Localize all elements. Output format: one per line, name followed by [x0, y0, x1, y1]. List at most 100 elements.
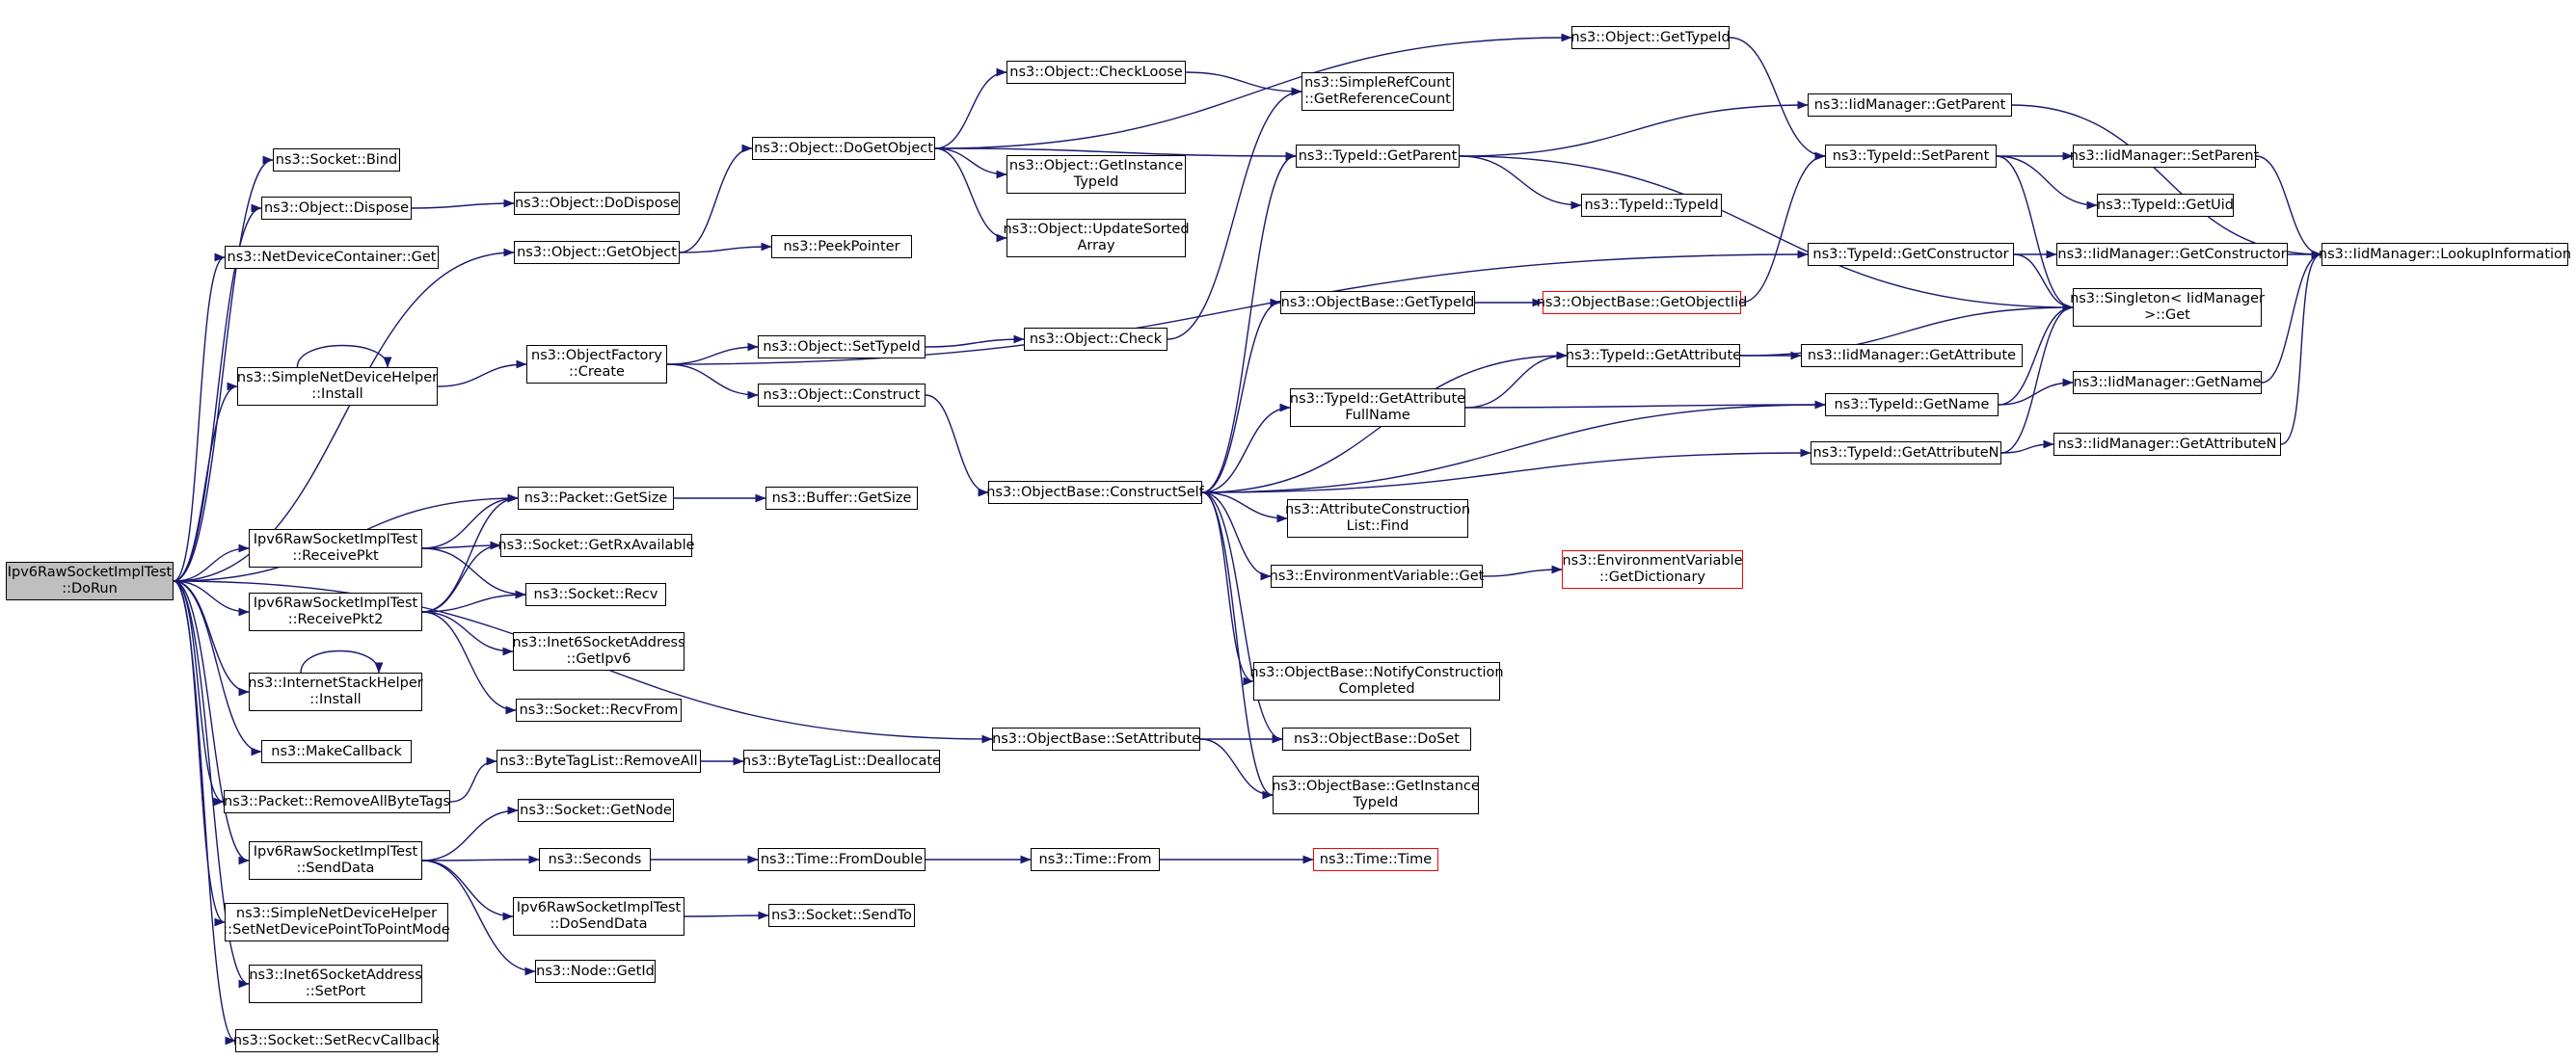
node-ob-getobjtid[interactable]: ns3::ObjectBase::GetObjectIid	[1537, 291, 1747, 314]
node-buf-getsize[interactable]: ns3::Buffer::GetSize	[765, 487, 918, 510]
node-label-line: ns3::Packet::RemoveAllByteTags	[224, 793, 451, 809]
node-sock-getrx[interactable]: ns3::Socket::GetRxAvailable	[497, 534, 695, 557]
node-dorun: Ipv6RawSocketImplTest::DoRun	[6, 562, 174, 600]
node-iidm-getparent[interactable]: ns3::IidManager::GetParent	[1808, 93, 2012, 117]
node-label-line: ::DoSendData	[550, 916, 648, 932]
node-iidm-getname[interactable]: ns3::IidManager::GetName	[2073, 371, 2262, 394]
node-label-line: ns3::IidManager::GetAttributeN	[2057, 436, 2277, 452]
node-dosenddata[interactable]: Ipv6RawSocketImplTest::DoSendData	[513, 897, 684, 936]
node-obj-checkloose[interactable]: ns3::Object::CheckLoose	[1006, 61, 1186, 84]
node-recvpkt2[interactable]: Ipv6RawSocketImplTest::ReceivePkt2	[249, 593, 422, 631]
node-sock-recvfrom[interactable]: ns3::Socket::RecvFrom	[516, 699, 682, 722]
node-label-line: ns3::Node::GetId	[536, 963, 655, 979]
node-envvar-get[interactable]: ns3::EnvironmentVariable::Get	[1269, 565, 1485, 588]
node-sndh-install[interactable]: ns3::SimpleNetDeviceHelper::Install	[237, 367, 438, 406]
node-seconds[interactable]: ns3::Seconds	[539, 848, 651, 871]
edge-tid_getname-to-iidm_getname	[1998, 378, 2074, 406]
node-btl-removeall[interactable]: ns3::ByteTagList::RemoveAll	[496, 750, 701, 773]
node-label-line: ns3::IidManager::GetAttribute	[1807, 347, 2017, 363]
node-obj-settypeid[interactable]: ns3::Object::SetTypeId	[758, 335, 926, 358]
node-time-fromdouble[interactable]: ns3::Time::FromDouble	[758, 848, 926, 871]
node-sock-getnode[interactable]: ns3::Socket::GetNode	[518, 799, 674, 822]
node-i6sa-setport[interactable]: ns3::Inet6SocketAddress::SetPort	[249, 965, 422, 1003]
node-obj-construct[interactable]: ns3::Object::Construct	[758, 384, 926, 407]
node-ob-setattr[interactable]: ns3::ObjectBase::SetAttribute	[992, 728, 1200, 751]
node-label-line: ns3::Object::GetObject	[517, 244, 677, 260]
node-sock-sendto[interactable]: ns3::Socket::SendTo	[768, 904, 915, 927]
node-peekpointer[interactable]: ns3::PeekPointer	[771, 235, 912, 258]
edge-obj_dogetobject-to-obj_checkloose	[934, 67, 1007, 149]
node-tid-setparent[interactable]: ns3::TypeId::SetParent	[1825, 145, 1997, 168]
node-obj-dogetobject[interactable]: ns3::Object::DoGetObject	[752, 137, 935, 160]
node-tid-getattrn[interactable]: ns3::TypeId::GetAttributeN	[1811, 441, 2001, 464]
node-ndc-get[interactable]: ns3::NetDeviceContainer::Get	[225, 246, 439, 269]
node-iidm-lookup[interactable]: ns3::IidManager::LookupInformation	[2319, 243, 2571, 266]
node-pkt-getsize[interactable]: ns3::Packet::GetSize	[518, 487, 674, 510]
node-src-getrefcount[interactable]: ns3::SimpleRefCount::GetReferenceCount	[1301, 72, 1454, 111]
node-label-line: ns3::TypeId::GetAttribute	[1289, 391, 1466, 407]
node-tid-getuid[interactable]: ns3::TypeId::GetUid	[2097, 194, 2234, 217]
node-tid-getattribute[interactable]: ns3::TypeId::GetAttribute	[1566, 344, 1741, 367]
node-recvpkt[interactable]: Ipv6RawSocketImplTest::ReceivePkt	[249, 529, 422, 568]
edge-tid_getname-to-singleton_get	[1998, 303, 2074, 406]
edge-recvpkt2-to-sock_getrx	[421, 541, 501, 613]
node-makecallback[interactable]: ns3::MakeCallback	[261, 740, 412, 763]
node-sock-recv[interactable]: ns3::Socket::Recv	[525, 583, 666, 606]
edge-of_create-to-obj_construct	[666, 363, 759, 400]
edge-iidm_getparent-to-iidm_lookup	[2011, 104, 2322, 259]
node-tid-getparent[interactable]: ns3::TypeId::GetParent	[1296, 145, 1460, 168]
edge-recvpkt-to-pkt_getsize	[421, 493, 519, 549]
node-iidm-setparent[interactable]: ns3::IidManager::SetParent	[2070, 145, 2259, 168]
node-pkt-rmbyte[interactable]: ns3::Packet::RemoveAllByteTags	[224, 790, 450, 813]
edge-senddata-to-seconds	[421, 855, 540, 864]
node-envvar-getdict[interactable]: ns3::EnvironmentVariable::GetDictionary	[1562, 550, 1743, 589]
node-label-line: ::SendData	[296, 861, 375, 876]
node-btl-dealloc[interactable]: ns3::ByteTagList::Deallocate	[742, 750, 941, 773]
node-time-from[interactable]: ns3::Time::From	[1031, 848, 1160, 871]
node-label-line: ns3::Socket::Bind	[275, 151, 398, 168]
node-tid-getname[interactable]: ns3::TypeId::GetName	[1825, 393, 1999, 416]
node-label-line: ns3::AttributeConstruction	[1284, 502, 1471, 517]
node-label-line: ns3::Object::Construct	[763, 386, 921, 403]
node-sock-bind[interactable]: ns3::Socket::Bind	[273, 148, 400, 172]
node-iidm-getattrn[interactable]: ns3::IidManager::GetAttributeN	[2053, 433, 2281, 456]
node-of-create[interactable]: ns3::ObjectFactory::Create	[526, 345, 667, 384]
node-ob-gettypeid[interactable]: ns3::ObjectBase::GetTypeId	[1280, 291, 1475, 314]
node-label-line: ns3::EnvironmentVariable::Get	[1269, 568, 1485, 584]
node-node-getid[interactable]: ns3::Node::GetId	[535, 960, 656, 983]
node-singleton-get[interactable]: ns3::Singleton< IidManager>::Get	[2070, 288, 2265, 327]
node-label-line: ns3::Buffer::GetSize	[771, 490, 912, 506]
node-label-line: Ipv6RawSocketImplTest	[7, 565, 173, 580]
node-iidm-getconstructor[interactable]: ns3::IidManager::GetConstructor	[2056, 243, 2288, 266]
node-obj-dispose[interactable]: ns3::Object::Dispose	[261, 197, 412, 220]
node-obj-dodispose[interactable]: ns3::Object::DoDispose	[514, 192, 680, 215]
node-label-line: ns3::Time::FromDouble	[760, 851, 924, 867]
node-obj-check[interactable]: ns3::Object::Check	[1024, 328, 1167, 351]
node-obj-gettypeid[interactable]: ns3::Object::GetTypeId	[1570, 26, 1731, 49]
node-sock-setrecvcb[interactable]: ns3::Socket::SetRecvCallback	[233, 1029, 440, 1052]
node-label-line: ns3::Socket::SendTo	[771, 907, 912, 923]
node-obj-getobject[interactable]: ns3::Object::GetObject	[514, 241, 680, 264]
node-ob-doset[interactable]: ns3::ObjectBase::DoSet	[1282, 728, 1471, 751]
node-tid-tid[interactable]: ns3::TypeId::TypeId	[1581, 194, 1722, 217]
edge-ob_constructself-to-ob_getinsttid	[1201, 491, 1274, 800]
node-sndh-setp2p[interactable]: ns3::SimpleNetDeviceHelper::SetNetDevice…	[223, 903, 450, 941]
node-label-line: TypeId	[1353, 795, 1399, 810]
edge-pkt_rmbyte-to-btl_removeall	[449, 756, 497, 803]
node-iidm-getattribute[interactable]: ns3::IidManager::GetAttribute	[1801, 344, 2023, 367]
node-ob-constructself[interactable]: ns3::ObjectBase::ConstructSelf	[986, 481, 1204, 504]
node-time-time[interactable]: ns3::Time::Time	[1313, 848, 1438, 871]
node-ish-install[interactable]: ns3::InternetStackHelper::Install	[248, 673, 423, 711]
edge-obj_dogetobject-to-obj_updsorted	[934, 147, 1007, 243]
node-senddata[interactable]: Ipv6RawSocketImplTest::SendData	[249, 841, 422, 880]
node-tid-getconstructor[interactable]: ns3::TypeId::GetConstructor	[1808, 243, 2014, 266]
node-i6sa-getipv6[interactable]: ns3::Inet6SocketAddress::GetIpv6	[512, 632, 685, 671]
